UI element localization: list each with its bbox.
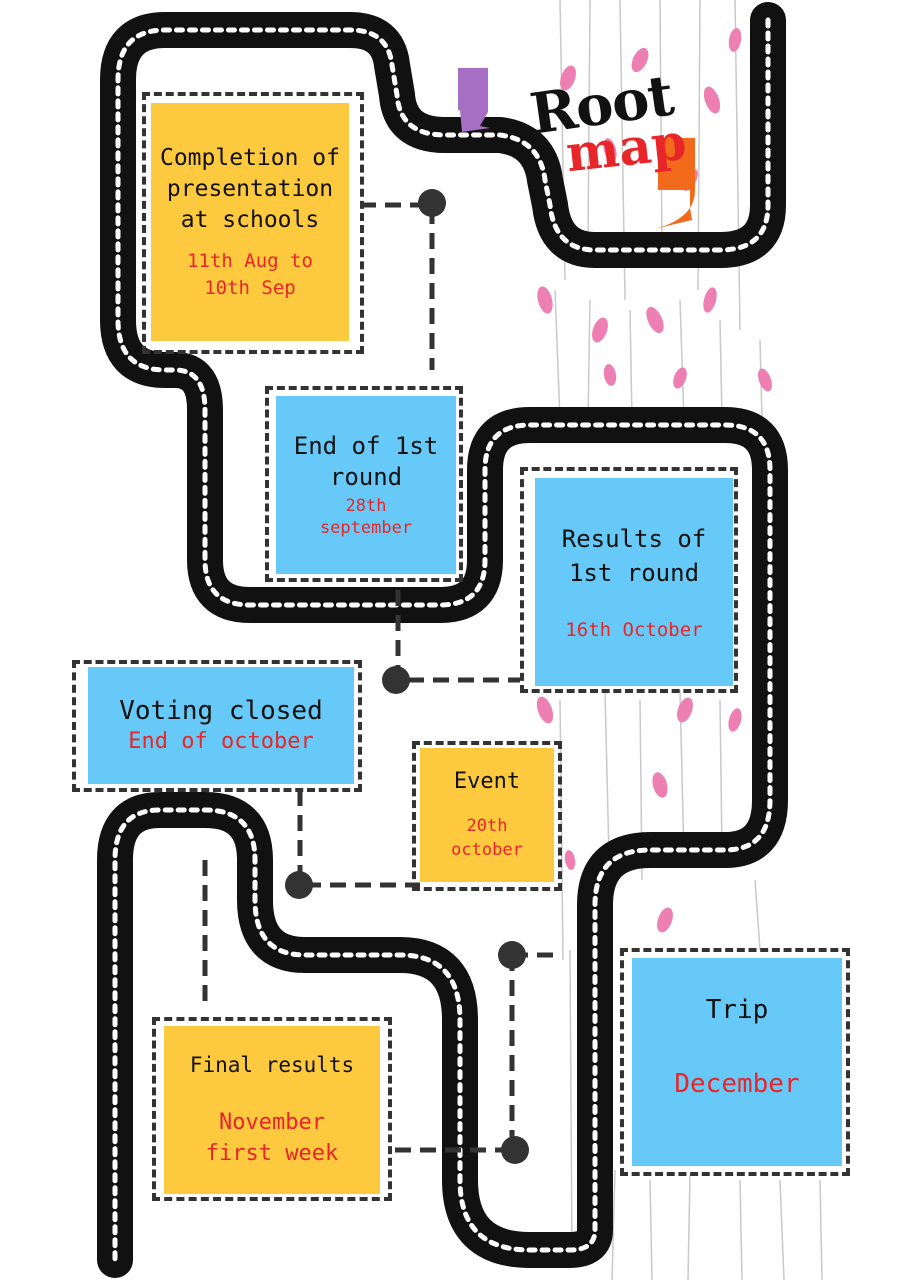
milestone-date: End of october (128, 728, 314, 754)
milestone-card-voting-closed: Voting closed End of october (88, 667, 354, 784)
milestone-title: Voting closed (119, 695, 323, 726)
milestone-frame-results-first-round (520, 467, 738, 693)
milestone-date: 28th september (319, 496, 413, 538)
logo-word-map: map (563, 111, 690, 184)
milestone-card-results-first-round: Results of 1st round 16th October (535, 478, 733, 686)
milestone-date: 16th October (565, 619, 703, 641)
milestone-date: 20th october (451, 816, 523, 860)
milestone-title: Completion of presentation at schools (159, 144, 340, 233)
milestone-title: Results of 1st round (561, 525, 707, 587)
milestone-date: November first week (205, 1110, 339, 1166)
quote-marks-icon (458, 68, 695, 230)
milestone-date: December (674, 1069, 800, 1099)
milestone-card-event: Event 20th october (420, 748, 554, 882)
milestone-title: Trip (705, 995, 769, 1025)
milestone-card-end-first-round: End of 1st round 28th september (276, 396, 456, 574)
milestone-frame-trip (620, 948, 850, 1176)
milestone-frame-event (412, 741, 562, 891)
root-map-logo (450, 60, 700, 235)
milestone-card-final-results: Final results November first week (164, 1026, 380, 1194)
milestone-title: Event (453, 769, 521, 794)
milestone-card-presentation: Completion of presentation at schools 11… (151, 103, 349, 341)
petals-decoration (536, 28, 772, 933)
connector-dots (285, 189, 529, 1164)
milestone-title: End of 1st round (293, 432, 439, 491)
road (97, 2, 788, 1278)
milestone-card-trip: Trip December (632, 958, 842, 1166)
milestone-frame-final-results (152, 1017, 392, 1201)
milestone-frame-voting-closed (72, 660, 362, 792)
milestone-date: 11th Aug to 10th Sep (187, 249, 313, 299)
milestone-frame-presentation (142, 92, 364, 354)
milestone-frame-end-first-round (265, 386, 463, 582)
milestone-title: Final results (189, 1053, 355, 1077)
